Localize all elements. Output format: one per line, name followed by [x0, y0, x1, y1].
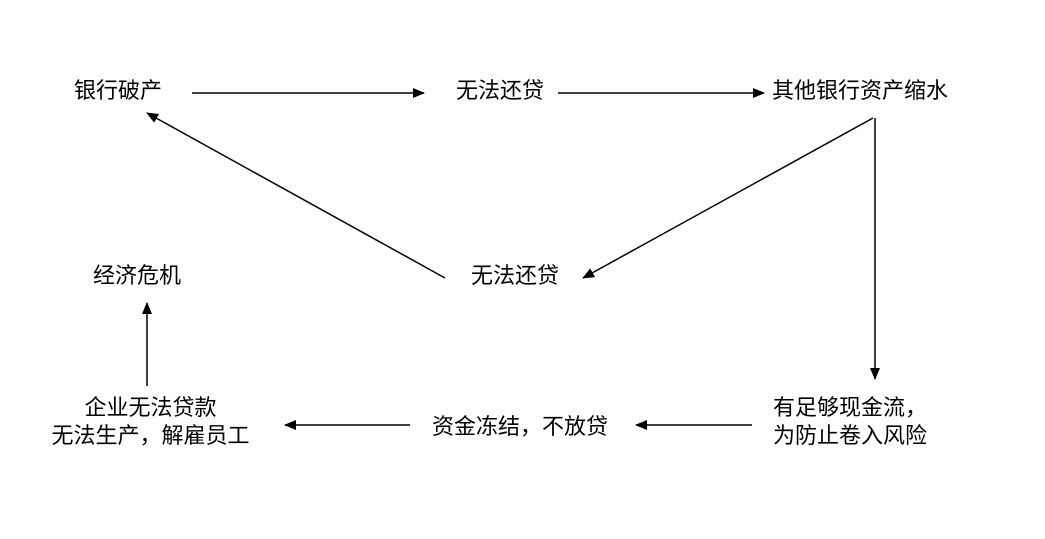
node-economic-crisis: 经济危机: [72, 263, 202, 291]
node-enough-cash-line1: 有足够现金流，: [773, 396, 928, 421]
arrow-unable-repay-mid-to-bank: [146, 112, 446, 279]
node-freeze-funds: 资金冻结，不放贷: [405, 414, 635, 442]
node-freeze-funds-label: 资金冻结，不放贷: [431, 415, 608, 440]
node-economic-crisis-label: 经济危机: [92, 264, 181, 289]
node-other-banks-shrink-label: 其他银行资产缩水: [772, 79, 949, 104]
node-unable-repay-top-label: 无法还贷: [455, 79, 544, 104]
node-bank-bankruptcy-label: 银行破产: [73, 79, 162, 104]
node-enough-cash: 有足够现金流， 为防止卷入风险: [773, 395, 993, 451]
node-enterprise: 企业无法贷款 无法生产，解雇员工: [28, 395, 273, 451]
node-enough-cash-line2: 为防止卷入风险: [773, 424, 928, 449]
node-bank-bankruptcy: 银行破产: [58, 78, 178, 106]
node-enterprise-line2: 无法生产，解雇员工: [51, 424, 250, 449]
node-other-banks-shrink: 其他银行资产缩水: [772, 78, 1002, 106]
node-enterprise-line1: 企业无法贷款: [84, 396, 217, 421]
node-unable-repay-mid-label: 无法还贷: [470, 264, 559, 289]
node-unable-repay-mid: 无法还贷: [450, 263, 580, 291]
arrow-other-banks-to-unable-repay-mid: [582, 117, 874, 279]
node-unable-repay-top: 无法还贷: [435, 78, 565, 106]
